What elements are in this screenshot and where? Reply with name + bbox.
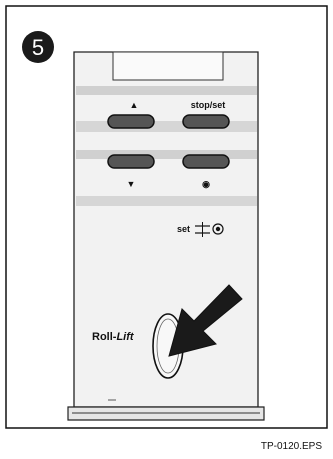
- step-badge-circle: [22, 31, 54, 63]
- rocker-label-roll: Roll-Lift: [92, 331, 135, 343]
- stop-set-button[interactable]: [182, 114, 230, 129]
- sun-icon: ◉: [202, 179, 210, 189]
- pointer-arrow-icon: [168, 284, 243, 357]
- remote-device: ▲ stop/set ▼ ◉ set Roll-Lift: [67, 51, 265, 421]
- set-label: set: [177, 224, 190, 234]
- figure-caption: TP-0120.EPS: [261, 441, 322, 452]
- stripe: [76, 86, 257, 95]
- up-arrow-label: ▲: [130, 100, 139, 110]
- stripe: [76, 150, 257, 159]
- set-position-icon: [195, 222, 224, 237]
- stripe: [76, 196, 257, 206]
- step-number: 5: [32, 35, 44, 60]
- up-button[interactable]: [107, 114, 155, 129]
- down-button[interactable]: [107, 154, 155, 169]
- stripe: [76, 121, 257, 132]
- step-badge: 5: [22, 31, 54, 63]
- sun-button[interactable]: [182, 154, 230, 169]
- display-window: [112, 51, 224, 81]
- stop-set-label: stop/set: [191, 100, 226, 110]
- down-arrow-label: ▼: [127, 179, 136, 189]
